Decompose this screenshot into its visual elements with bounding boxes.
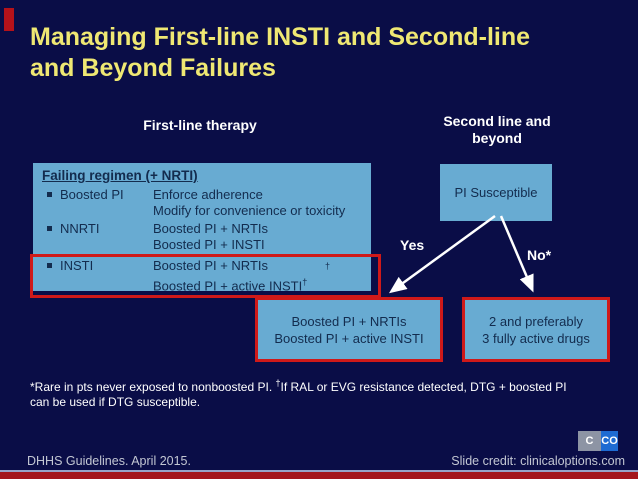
slide-title-line-2: and Beyond Failures bbox=[30, 54, 276, 82]
no-outcome-line-1: 2 and preferably bbox=[489, 313, 583, 329]
bullet-icon bbox=[47, 192, 52, 197]
regimen-detail-text: Boosted PI + active INSTI bbox=[153, 278, 303, 294]
footnote-line-2: can be used if DTG susceptible. bbox=[30, 395, 201, 409]
pi-susceptible-label: PI Susceptible bbox=[454, 185, 538, 200]
cco-logo-gray-segment: C bbox=[578, 431, 601, 451]
yes-branch-label: Yes bbox=[400, 237, 425, 253]
column-header-first-line: First-line therapy bbox=[143, 117, 257, 133]
bullet-icon bbox=[47, 263, 52, 268]
yes-arrow bbox=[388, 214, 496, 294]
bullet-icon bbox=[47, 226, 52, 231]
column-header-second-line: Second line and beyond bbox=[443, 113, 551, 146]
yes-outcome-line-2: Boosted PI + active INSTI bbox=[274, 330, 424, 346]
failing-regimen-box bbox=[33, 163, 371, 291]
insti-row-highlight-border bbox=[30, 254, 381, 298]
regimen-detail: Modify for convenience or toxicity bbox=[153, 203, 346, 218]
yes-outcome-box: Boosted PI + NRTIs Boosted PI + active I… bbox=[255, 297, 443, 362]
red-corner-bar bbox=[4, 8, 14, 31]
footer-citation: DHHS Guidelines. April 2015. bbox=[27, 454, 191, 468]
regimen-detail: Boosted PI + active INSTI† bbox=[153, 274, 307, 294]
footer-slide-credit: Slide credit: clinicaloptions.com bbox=[451, 454, 625, 468]
regimen-detail: Boosted PI + NRTIs bbox=[153, 221, 269, 236]
pi-susceptible-box: PI Susceptible bbox=[440, 164, 552, 221]
no-branch-label: No* bbox=[527, 247, 552, 263]
regimen-detail: Enforce adherence bbox=[153, 187, 263, 202]
regimen-label-insti: INSTI bbox=[60, 258, 94, 273]
dagger-symbol: † bbox=[325, 261, 331, 271]
regimen-detail: Boosted PI + INSTI bbox=[153, 237, 265, 252]
yes-outcome-line-1: Boosted PI + NRTIs bbox=[291, 313, 407, 329]
regimen-label-boosted-pi: Boosted PI bbox=[60, 187, 124, 202]
regimen-detail: Boosted PI + NRTIs bbox=[153, 258, 269, 273]
footnote-text: If RAL or EVG resistance detected, DTG +… bbox=[280, 380, 567, 394]
no-outcome-box: 2 and preferably 3 fully active drugs bbox=[462, 297, 610, 362]
no-outcome-line-2: 3 fully active drugs bbox=[482, 330, 590, 346]
dagger-symbol: † bbox=[275, 378, 281, 388]
cco-logo: C CO bbox=[578, 431, 618, 451]
regimen-label-nnrti: NNRTI bbox=[60, 221, 100, 236]
dagger-symbol: † bbox=[302, 277, 308, 287]
slide-title-line-1: Managing First-line INSTI and Second-lin… bbox=[30, 23, 531, 51]
slide-title: Managing First-line INSTI and Second-lin… bbox=[30, 22, 615, 84]
cco-logo-blue-segment: CO bbox=[601, 431, 618, 451]
red-footer-strip bbox=[0, 472, 638, 479]
footnote: *Rare in pts never exposed to nonboosted… bbox=[30, 376, 615, 410]
failing-regimen-heading: Failing regimen (+ NRTI) bbox=[42, 168, 198, 183]
footnote-text: *Rare in pts never exposed to nonboosted… bbox=[30, 380, 276, 394]
footer-divider-line bbox=[0, 470, 638, 472]
footnote-line-1: *Rare in pts never exposed to nonboosted… bbox=[30, 376, 615, 395]
